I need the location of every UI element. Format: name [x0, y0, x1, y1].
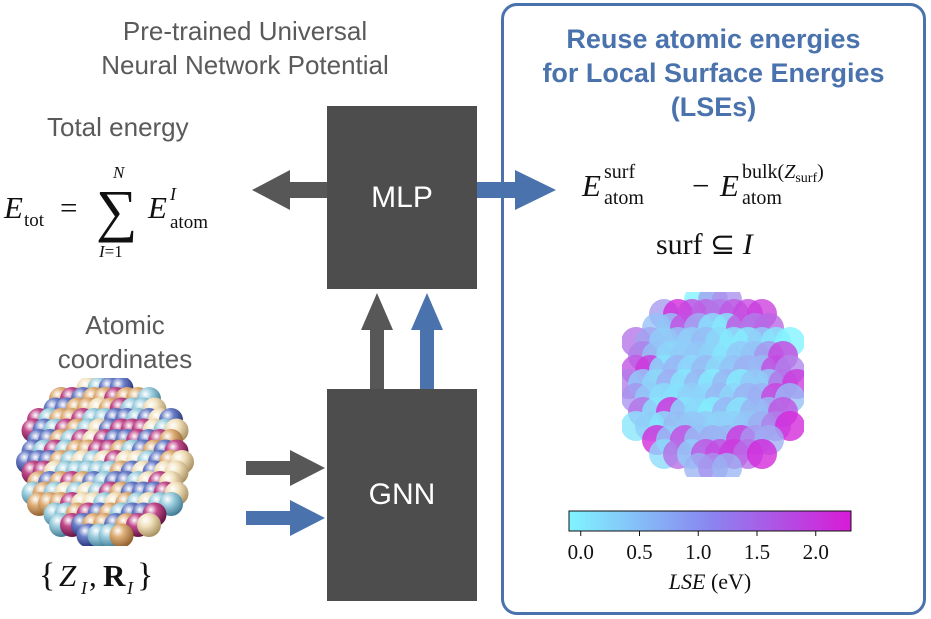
atomic-coordinates-line1: Atomic: [85, 310, 165, 340]
svg-text:I: I: [169, 184, 177, 204]
atom-sphere: [137, 513, 161, 537]
svg-text:surf ⊆ I: surf ⊆ I: [656, 228, 755, 261]
svg-text:=: =: [60, 190, 77, 225]
svg-text:E: E: [581, 168, 601, 203]
gnn-block: GNN: [327, 389, 477, 601]
svg-text:,: ,: [89, 558, 97, 593]
model-title-line2: Neural Network Potential: [101, 50, 389, 80]
nanoparticle-structure-image: [16, 378, 194, 546]
colorbar-label: LSE (eV): [668, 569, 752, 594]
svg-text:{: {: [39, 557, 55, 594]
arrow-gnn-to-mlp-blue: [411, 293, 443, 389]
lse-title-line3: (LSEs): [670, 92, 757, 122]
atom-sphere: [109, 523, 134, 546]
total-energy-equation: E tot = N ∑ I=1 E I atom: [3, 163, 208, 261]
svg-text:atom: atom: [742, 187, 782, 209]
lse-panel: [501, 3, 926, 615]
svg-text:E: E: [147, 190, 167, 225]
gnn-label: GNN: [368, 478, 436, 511]
lse-nanoparticle-image: [622, 292, 804, 477]
svg-text:}: }: [137, 557, 153, 594]
surface-subset-notation: surf ⊆ I: [656, 228, 755, 261]
lse-title-line1: Reuse atomic energies: [566, 24, 861, 54]
svg-text:I=1: I=1: [98, 242, 123, 261]
atom-lse-circle: [712, 453, 742, 477]
mlp-block: MLP: [327, 106, 477, 289]
colorbar-tick-label: 1.0: [685, 540, 711, 564]
svg-text:surf: surf: [604, 161, 635, 183]
arrow-gnn-to-mlp-gray: [361, 293, 393, 389]
svg-text:atom: atom: [170, 212, 208, 233]
colorbar-tick-label: 0.5: [626, 540, 652, 564]
atom-lse-circle: [747, 439, 777, 469]
colorbar-tick-label: 0.0: [568, 540, 594, 564]
svg-text:N: N: [112, 163, 126, 182]
svg-text:I: I: [80, 578, 88, 598]
svg-text:−: −: [692, 168, 709, 203]
arrow-mlp-to-lse: [477, 170, 556, 210]
svg-text:atom: atom: [604, 187, 644, 209]
lse-equation: E surf atom − E bulk(Zsurf) atom: [581, 161, 824, 209]
arrow-coords-to-gnn-gray: [246, 450, 325, 486]
arrow-mlp-to-total-energy: [252, 170, 327, 210]
atomic-set-notation: { Z I , R I }: [39, 557, 153, 598]
total-energy-label: Total energy: [47, 112, 189, 142]
colorbar-tick-label: 2.0: [803, 540, 829, 564]
model-title-line1: Pre-trained Universal: [122, 16, 368, 46]
svg-text:∑: ∑: [96, 178, 137, 243]
model-title: Pre-trained Universal Neural Network Pot…: [60, 14, 430, 82]
svg-text:bulk(Zsurf): bulk(Zsurf): [742, 161, 824, 186]
colorbar-tick-label: 1.5: [744, 540, 770, 564]
mlp-label: MLP: [371, 180, 433, 214]
svg-text:R: R: [103, 558, 126, 593]
arrow-coords-to-gnn-blue: [246, 500, 325, 536]
colorbar-gradient: [568, 510, 852, 532]
svg-text:E: E: [3, 190, 23, 225]
svg-text:tot: tot: [24, 210, 45, 231]
atomic-coordinates-line2: coordinates: [57, 344, 193, 374]
svg-text:I: I: [126, 578, 134, 598]
lse-title-line2: for Local Surface Energies: [542, 58, 885, 88]
svg-text:Z: Z: [59, 558, 77, 593]
lse-colorbar: 0.0 0.5 1.0 1.5 2.0 LSE (eV): [568, 510, 852, 594]
lse-panel-title: Reuse atomic energies for Local Surface …: [503, 22, 924, 124]
atomic-coordinates-label: Atomic coordinates: [40, 308, 210, 376]
svg-text:E: E: [719, 168, 739, 203]
